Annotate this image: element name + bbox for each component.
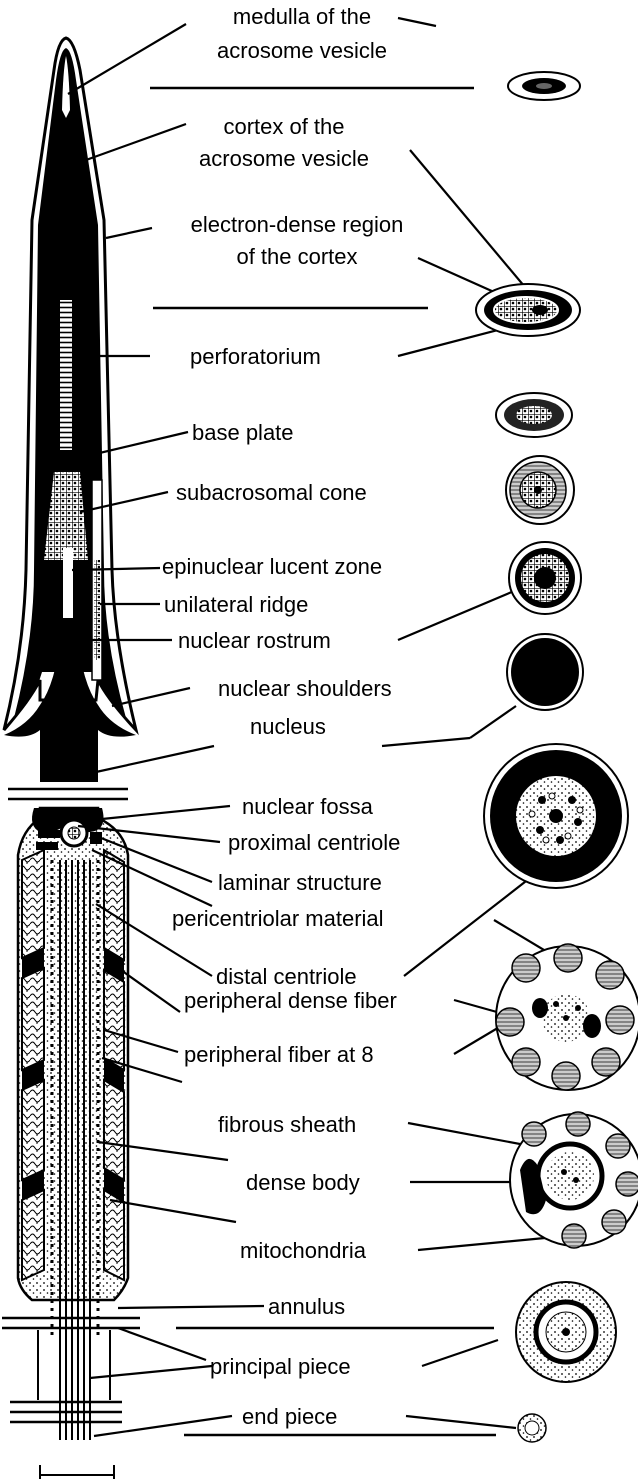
label-fibrous-sheath: fibrous sheath [218,1112,356,1138]
label-base-plate: base plate [192,420,294,446]
label-principal-piece: principal piece [210,1354,351,1380]
label-proximal-centriole: proximal centriole [228,830,400,856]
label-medulla-line2: acrosome vesicle [198,38,406,64]
section-dividers [150,88,496,1435]
scale-bar [40,1465,114,1479]
label-peripheral-fiber-at-8: peripheral fiber at 8 [184,1042,374,1068]
label-cortex-line2: acrosome vesicle [162,146,406,172]
cross-section-centriole [484,744,628,888]
label-dense-body: dense body [246,1170,360,1196]
label-subacrosomal-cone: subacrosomal cone [176,480,367,506]
label-nucleus: nucleus [250,714,326,740]
label-medulla-line1: medulla of the [198,4,406,30]
label-nuclear-fossa: nuclear fossa [242,794,373,820]
label-distal-centriole: distal centriole [216,964,357,990]
cross-section-midpiece-lower [510,1112,638,1248]
perforatorium [60,300,72,450]
cross-section-base [496,393,572,437]
cross-section-principal-piece [516,1282,616,1382]
base-plate [58,450,74,472]
cross-section-midpiece-upper [496,944,638,1090]
label-nuclear-shoulders: nuclear shoulders [218,676,392,702]
label-unilateral-ridge: unilateral ridge [164,592,308,618]
label-annulus: annulus [268,1294,345,1320]
label-peripheral-dense-fiber: peripheral dense fiber [184,988,397,1014]
label-end-piece: end piece [242,1404,337,1430]
label-perforatorium: perforatorium [190,344,321,370]
mitochondria-column-left [22,850,44,1280]
label-mitochondria: mitochondria [240,1238,366,1264]
label-electron-dense-line2: of the cortex [154,244,440,270]
label-cortex-line1: cortex of the [162,114,406,140]
cross-section-cone [506,456,574,524]
label-electron-dense-line1: electron-dense region [154,212,440,238]
cross-section-rostrum [509,542,581,614]
cross-section-end-piece [518,1414,546,1442]
label-laminar-structure: laminar structure [218,870,382,896]
cross-section-acrosome-tip [508,72,580,100]
neck-break-lines [8,789,128,799]
cross-section-nucleus [507,634,583,710]
label-nuclear-rostrum: nuclear rostrum [178,628,331,654]
epinuclear-lucent-zone [63,548,73,618]
label-epinuclear-lucent-zone: epinuclear lucent zone [162,554,382,580]
label-pericentriolar-material: pericentriolar material [172,906,384,932]
cross-section-cortex [476,284,580,336]
